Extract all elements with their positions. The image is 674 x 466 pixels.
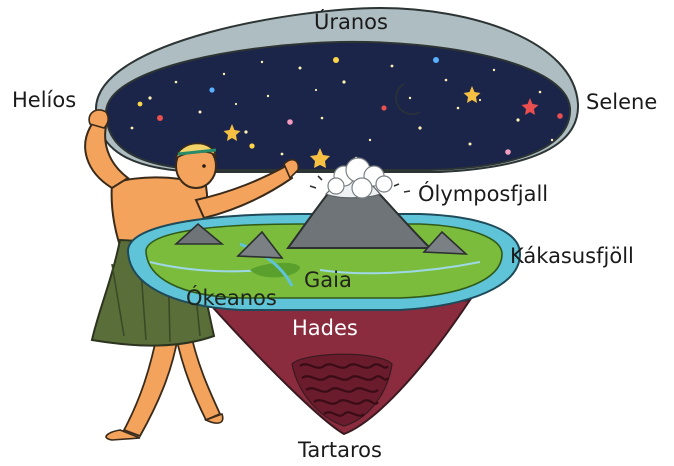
label-olympus: Ólymposfjall xyxy=(418,184,548,205)
label-okeanos: Ókeanos xyxy=(186,288,277,309)
label-gaia: Gaia xyxy=(304,270,352,291)
label-uranos: Úranos xyxy=(314,12,388,33)
label-hades: Hades xyxy=(292,318,358,339)
label-caucasus: Kákasusfjöll xyxy=(510,246,634,267)
label-helios: Helíos xyxy=(12,90,76,111)
label-selene: Selene xyxy=(586,92,657,113)
label-tartaros: Tartaros xyxy=(298,440,382,461)
